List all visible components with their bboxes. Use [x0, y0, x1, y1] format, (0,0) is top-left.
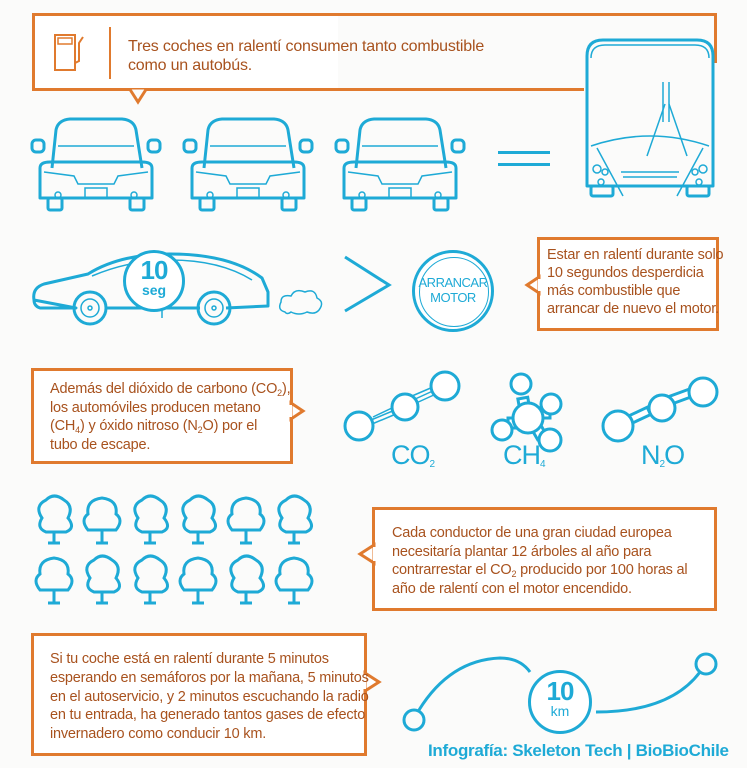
trees-line4: año de ralentí con el motor encendido. — [392, 580, 632, 597]
ten-km-text: Si tu coche está en ralentí durante 5 mi… — [50, 650, 369, 744]
co2-label: CO2 — [391, 440, 435, 470]
car-front-icon — [30, 117, 162, 212]
ten-km-line: Si tu coche está en ralentí durante 5 mi… — [50, 651, 329, 667]
ch4-label: CH4 — [503, 440, 545, 470]
seconds-badge-unit: seg — [141, 282, 167, 298]
callout-top-border — [32, 13, 337, 16]
start-engine-inner-ring — [419, 257, 489, 327]
callout-pointer — [524, 274, 543, 296]
callout-trees — [372, 507, 717, 611]
callout-bottom-border — [32, 88, 584, 91]
co2-molecule-icon — [343, 370, 461, 442]
callout-pointer — [128, 88, 148, 105]
ten-seconds-text: Estar en ralentí durante solo 10 segundo… — [547, 246, 724, 318]
n2o-molecule-icon — [601, 376, 719, 443]
callout-pointer — [360, 670, 382, 694]
distance-badge-number: 10 — [546, 676, 575, 706]
tree-icon — [82, 496, 122, 545]
tree-icon — [229, 554, 265, 605]
gases-line4: tubo de escape. — [50, 436, 151, 453]
start-engine-label-line1: ARRANCAR — [418, 275, 488, 290]
tree-icon — [37, 494, 73, 545]
tree-icon — [277, 494, 313, 545]
ten-km-line: esperando en semáforos por la mañana, 5 … — [50, 669, 369, 686]
callout-left-border — [32, 13, 35, 91]
gases-line2: los automóviles producen metano — [50, 399, 261, 416]
tree-icon — [274, 556, 314, 605]
tree-icon — [181, 494, 217, 545]
ten-km-line: invernadero como conducir 10 km. — [50, 726, 267, 743]
n2o-label: N2O — [641, 440, 685, 470]
ten-km-line: en el autoservicio, y 2 minutos escuchan… — [50, 688, 369, 705]
equals-sign — [498, 151, 550, 154]
start-engine-circle: ARRANCAR MOTOR — [412, 250, 494, 332]
callout-pointer — [357, 542, 379, 566]
gases-text: Además del dióxido de carbono (CO2), los… — [50, 380, 291, 454]
fuel-pump-icon — [54, 34, 84, 71]
trees-line2: necesitaría plantar 12 árboles al año pa… — [392, 543, 652, 560]
tree-icon — [133, 554, 169, 605]
tree-icon — [178, 556, 218, 605]
callout-ten-seconds — [537, 237, 719, 331]
equals-sign-lower — [498, 163, 550, 166]
callout-top-border-ext — [335, 13, 717, 16]
start-engine-label: ARRANCAR MOTOR — [415, 275, 491, 305]
gases-line3: (CH4) y óxido nitroso (N2O) por el — [50, 418, 258, 435]
route-path-icon — [402, 652, 718, 732]
callout-right-border — [714, 13, 717, 63]
ten-seconds-line: más combustible que — [547, 283, 681, 299]
trees-line3: contrarrestar el CO2 producido por 100 h… — [392, 562, 688, 579]
callout-ten-km — [31, 633, 367, 756]
car-front-icon — [334, 117, 466, 212]
ten-seconds-line: 10 segundos desperdicia — [547, 265, 704, 281]
greater-than-icon — [344, 255, 392, 313]
bus-comparison-line1: Tres coches en ralentí consumen tanto co… — [128, 38, 485, 55]
bus-comparison-text: Tres coches en ralentí consumen tanto co… — [128, 37, 484, 75]
tree-icon — [226, 496, 266, 545]
tree-icon — [34, 556, 74, 605]
car-front-icon — [182, 117, 314, 212]
bus-front-icon — [585, 38, 715, 198]
trees-line1: Cada conductor de una gran ciudad europe… — [392, 525, 672, 541]
trees-text: Cada conductor de una gran ciudad europe… — [392, 524, 688, 598]
ten-seconds-line: arrancar de nuevo el motor. — [547, 301, 719, 317]
tree-icon — [85, 554, 121, 605]
footer-credit: Infografía: Skeleton Tech | BioBioChile — [428, 741, 729, 760]
ten-km-line: en tu entrada, ha generado tantos gases … — [50, 707, 366, 724]
bus-comparison-line2: como un autobús. — [128, 57, 252, 74]
seconds-badge-number: 10 — [140, 255, 169, 285]
callout-divider — [109, 27, 111, 79]
trees-grid — [30, 494, 330, 606]
distance-badge: 10 km — [528, 670, 592, 734]
seconds-badge: 10 seg — [123, 250, 185, 312]
exhaust-cloud-icon — [278, 289, 323, 315]
callout-gases — [31, 368, 293, 464]
ten-seconds-line: Estar en ralentí durante solo — [547, 247, 724, 263]
distance-badge-unit: km — [550, 703, 570, 719]
start-engine-label-line2: MOTOR — [430, 290, 476, 305]
gases-line1: Además del dióxido de carbono (CO2), — [50, 381, 291, 398]
callout-pointer — [287, 400, 306, 422]
ch4-molecule-icon — [490, 372, 563, 453]
tree-icon — [133, 494, 169, 545]
